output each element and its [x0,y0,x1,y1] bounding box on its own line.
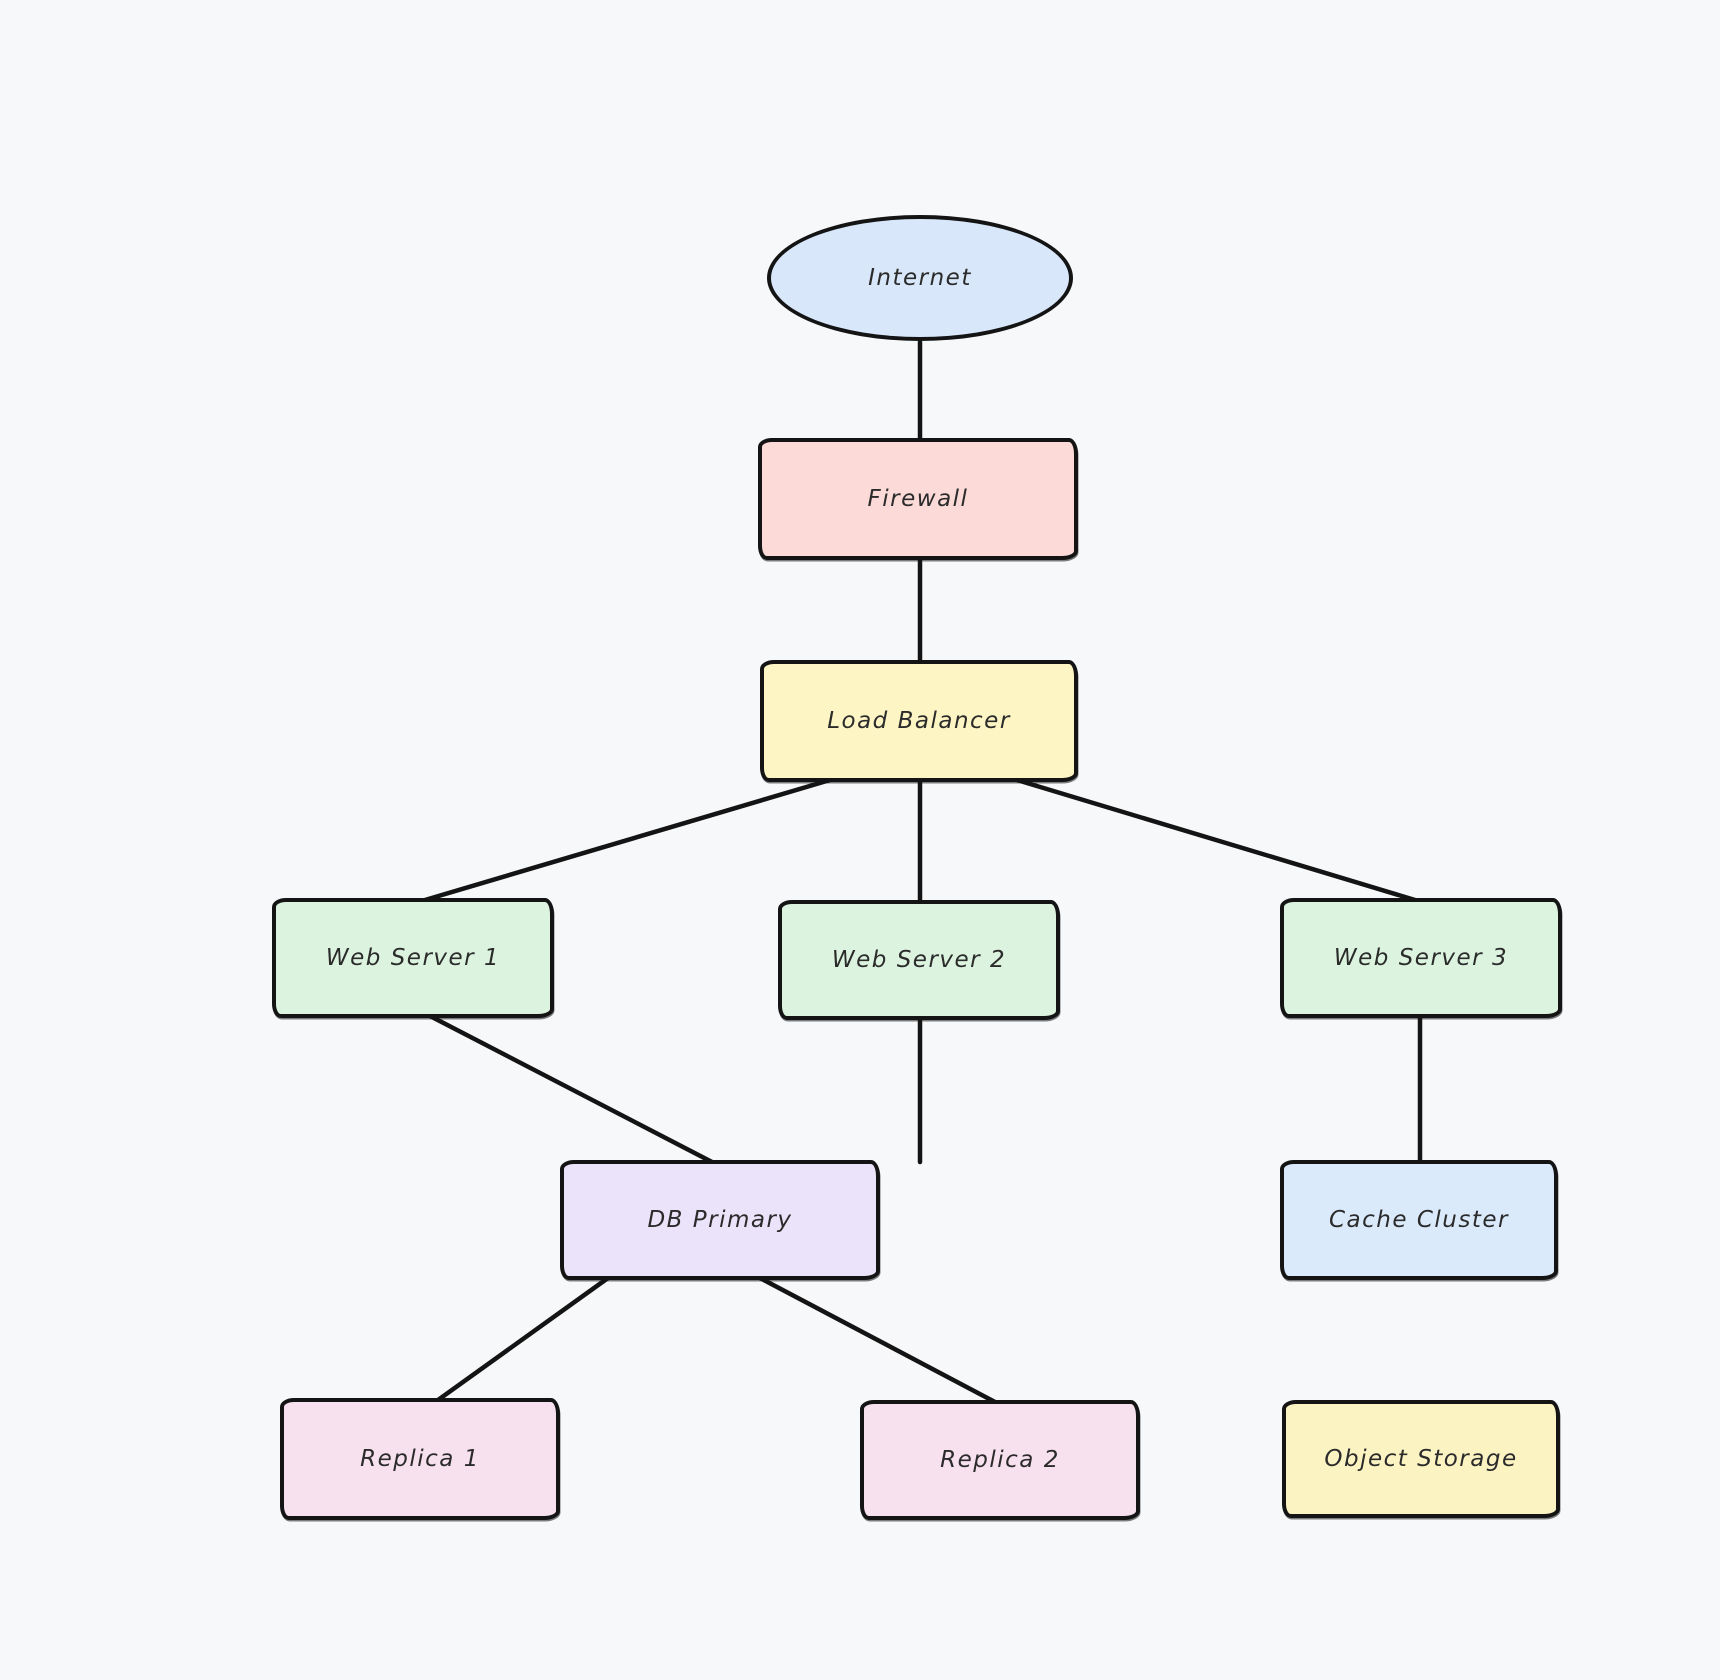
node-label: Object Storage [1324,1446,1518,1472]
edge-db-primary-replica-2 [757,1275,998,1405]
edge-load-balancer-web-server-1 [422,777,833,903]
node-web-server-3[interactable]: Web Server 3 [1280,898,1562,1018]
node-label: DB Primary [647,1207,793,1233]
node-label: Load Balancer [827,708,1011,734]
node-web-server-2[interactable]: Web Server 2 [778,900,1060,1020]
edge-web-server-1-db-primary [427,1013,715,1165]
node-label: Web Server 2 [831,947,1007,973]
node-firewall[interactable]: Firewall [758,438,1078,560]
edge-db-primary-replica-1 [435,1275,611,1403]
node-label: Internet [868,265,972,291]
edge-load-balancer-web-server-3 [1014,777,1418,903]
node-replica-1[interactable]: Replica 1 [280,1398,560,1520]
node-db-primary[interactable]: DB Primary [560,1160,880,1280]
node-label: Web Server 3 [1333,945,1509,971]
node-internet[interactable]: Internet [767,215,1073,341]
node-label: Replica 1 [360,1446,480,1472]
node-load-balancer[interactable]: Load Balancer [760,660,1078,782]
node-cache-cluster[interactable]: Cache Cluster [1280,1160,1558,1280]
node-label: Replica 2 [940,1447,1060,1473]
node-replica-2[interactable]: Replica 2 [860,1400,1140,1520]
node-label: Firewall [867,486,969,512]
node-object-storage[interactable]: Object Storage [1282,1400,1560,1518]
node-label: Cache Cluster [1329,1207,1509,1233]
node-label: Web Server 1 [325,945,501,971]
node-web-server-1[interactable]: Web Server 1 [272,898,554,1018]
